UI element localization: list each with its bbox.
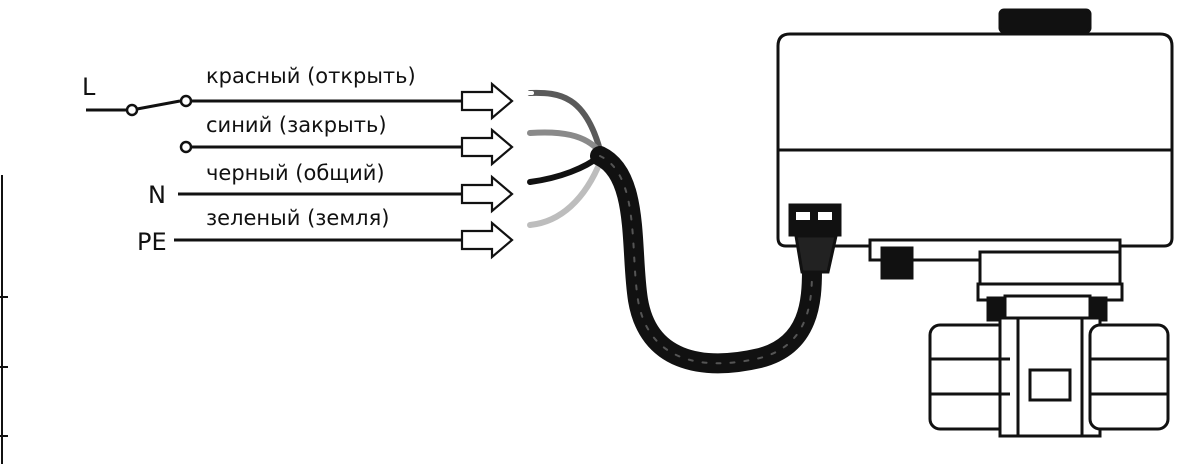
electric-actuator-icon (776, 8, 1174, 302)
wire-label-red: красный (открыть) (206, 64, 416, 88)
wire-lines (174, 99, 462, 242)
wire-label-green: зеленый (земля) (206, 206, 389, 230)
terminal-pe-label: PE (137, 228, 167, 256)
arrow-icon (460, 81, 514, 121)
arrow-icon (460, 220, 514, 260)
margin-ticks (0, 175, 8, 464)
terminal-l-label: L (82, 73, 96, 101)
wire-label-black: черный (общий) (206, 161, 385, 185)
conductor-blue (527, 129, 603, 155)
ball-valve-icon (928, 294, 1170, 438)
arrow-icon (460, 127, 514, 167)
switch-icon (86, 94, 193, 117)
terminal-n-label: N (148, 181, 166, 209)
arrow-icon (460, 174, 514, 214)
conductor-green (527, 157, 604, 228)
blue-terminal-dot (179, 140, 193, 154)
cable (518, 89, 822, 374)
wire-label-blue: синий (закрыть) (206, 113, 387, 137)
conductor-red (527, 89, 603, 153)
